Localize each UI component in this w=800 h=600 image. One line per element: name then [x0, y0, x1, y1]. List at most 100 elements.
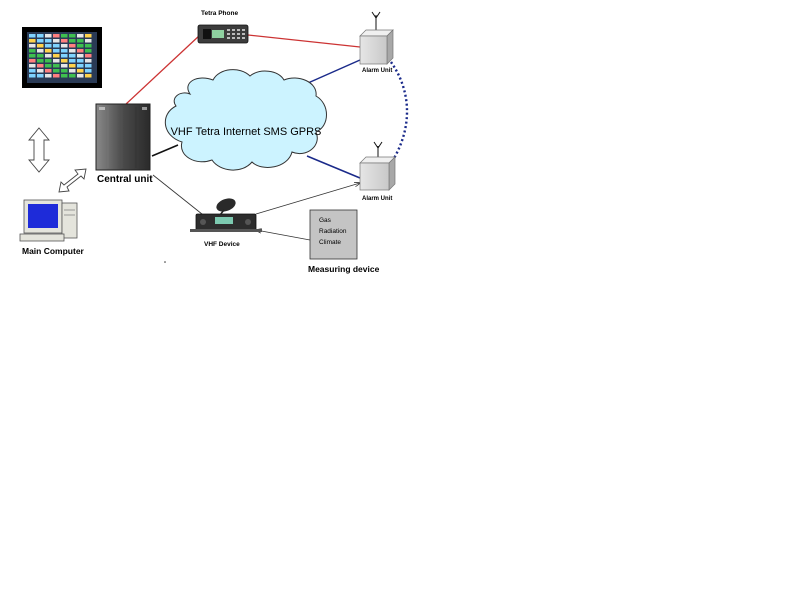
tetra-phone-icon	[197, 24, 249, 44]
monitor-screen-icon	[22, 27, 102, 88]
screen-cell	[29, 54, 36, 58]
link-vhf-to-alarm-bottom	[255, 183, 360, 215]
screen-cell	[53, 39, 60, 43]
network-cloud: VHF Tetra Internet SMS GPRS	[165, 69, 327, 171]
link-central-to-tetra-phone	[124, 34, 201, 106]
screen-cell	[69, 49, 76, 53]
screen-cell	[45, 69, 52, 73]
screen-cell	[29, 39, 36, 43]
screen-cell	[77, 59, 84, 63]
screen-cell	[69, 64, 76, 68]
screen-cell	[61, 34, 68, 38]
screen-cell	[61, 49, 68, 53]
link-central-to-cloud	[151, 144, 179, 157]
screen-cell	[61, 44, 68, 48]
screen-cell	[29, 34, 36, 38]
stray-dot	[164, 261, 166, 263]
screen-cell	[61, 39, 68, 43]
screen-cell	[53, 54, 60, 58]
tetra-phone-label: Tetra Phone	[201, 10, 238, 17]
screen-cell	[69, 39, 76, 43]
screen-cell	[53, 49, 60, 53]
screen-cell	[69, 59, 76, 63]
screen-cell	[45, 49, 52, 53]
screen-cell	[37, 64, 44, 68]
alarm-unit-bottom-icon	[359, 141, 396, 191]
measuring-item-climate: Climate	[319, 239, 341, 246]
screen-cell	[37, 69, 44, 73]
screen-cell	[29, 64, 36, 68]
screen-cell	[45, 44, 52, 48]
screen-cell	[29, 44, 36, 48]
measuring-device-label: Measuring device	[308, 264, 380, 274]
screen-cell	[53, 69, 60, 73]
screen-cell	[77, 49, 84, 53]
screen-cell	[69, 69, 76, 73]
screen-cell	[61, 74, 68, 78]
screen-cell	[61, 54, 68, 58]
screen-cell	[53, 34, 60, 38]
alarm-unit-bottom-label: Alarm Unit	[362, 196, 392, 202]
screen-cell	[77, 54, 84, 58]
screen-cell	[29, 59, 36, 63]
screen-cell	[77, 44, 84, 48]
screen-cell	[53, 44, 60, 48]
screen-cell	[69, 44, 76, 48]
screen-cell	[45, 54, 52, 58]
main-computer-label: Main Computer	[22, 246, 85, 256]
vhf-device-icon	[190, 198, 262, 232]
main-computer-icon	[19, 199, 78, 242]
screen-cell	[69, 34, 76, 38]
screen-cell	[85, 59, 92, 63]
screen-cell	[37, 39, 44, 43]
screen-cell	[85, 39, 92, 43]
screen-cell	[61, 69, 68, 73]
screen-cell	[85, 54, 92, 58]
screen-cell	[77, 34, 84, 38]
measuring-device-box: Gas Radiation Climate	[309, 209, 358, 260]
screen-cell	[45, 34, 52, 38]
cloud-label: VHF Tetra Internet SMS GPRS	[171, 126, 322, 138]
screen-cell	[45, 59, 52, 63]
screen-cell	[85, 44, 92, 48]
central-unit-label: Central unit	[97, 174, 153, 185]
screen-cell	[53, 64, 60, 68]
screen-cell	[85, 64, 92, 68]
screen-cell	[61, 59, 68, 63]
screen-cell	[69, 54, 76, 58]
screen-cell	[77, 39, 84, 43]
screen-cell	[37, 54, 44, 58]
alarm-unit-top-icon	[359, 11, 394, 65]
vhf-device-label: VHF Device	[204, 241, 240, 248]
screen-cell	[85, 69, 92, 73]
link-cloud-to-alarm-top	[307, 59, 361, 84]
screen-cell	[53, 74, 60, 78]
double-arrow-diagonal-icon	[58, 168, 87, 193]
screen-cell	[37, 59, 44, 63]
alarm-unit-top-label: Alarm Unit	[362, 68, 392, 74]
central-unit-tower-icon	[95, 103, 151, 171]
screen-cell	[45, 64, 52, 68]
screen-cell	[37, 34, 44, 38]
screen-cell	[53, 59, 60, 63]
double-arrow-vertical-icon	[28, 127, 50, 173]
screen-cell	[85, 74, 92, 78]
screen-cell	[77, 74, 84, 78]
screen-cell	[29, 74, 36, 78]
screen-cell	[37, 44, 44, 48]
screen-cell	[45, 74, 52, 78]
screen-cell	[77, 69, 84, 73]
link-tetra-phone-to-alarm-top	[247, 34, 361, 48]
screen-cell	[29, 49, 36, 53]
screen-cell	[37, 49, 44, 53]
screen-cell	[45, 39, 52, 43]
measuring-item-radiation: Radiation	[319, 228, 347, 235]
screen-cell	[29, 69, 36, 73]
screen-cell	[85, 34, 92, 38]
screen-cell	[61, 64, 68, 68]
screen-cell	[37, 74, 44, 78]
screen-cell	[85, 49, 92, 53]
link-measuring-to-vhf	[256, 230, 311, 241]
link-cloud-to-alarm-bottom	[306, 155, 361, 179]
